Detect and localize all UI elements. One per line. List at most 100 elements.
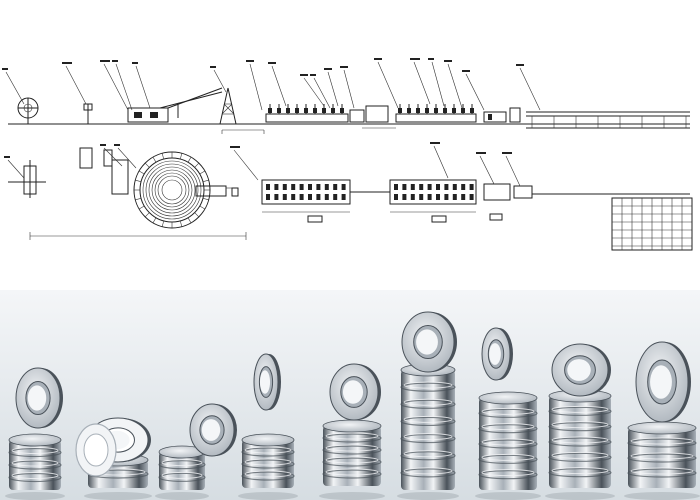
roller-stack [475, 327, 541, 500]
plan-roller [341, 194, 346, 200]
welding-section [349, 105, 396, 129]
callout-tag [430, 142, 440, 144]
leader-line [327, 71, 339, 107]
leader-line [103, 147, 123, 167]
leader-line [377, 61, 399, 109]
callout-tag [300, 74, 308, 76]
roller-ring [551, 343, 611, 397]
plan-roller [402, 184, 407, 190]
leader-line [5, 71, 25, 105]
leader-line [213, 69, 227, 93]
leader-line [465, 73, 485, 111]
callout-tag [340, 66, 348, 68]
callout-tag [444, 60, 452, 62]
callout-tag [4, 156, 10, 158]
plan-roller [419, 184, 424, 190]
plan-roller [419, 194, 424, 200]
shear-welder [127, 87, 223, 123]
plan-roller [299, 184, 304, 190]
leader-line [65, 65, 87, 105]
plan-roller [266, 184, 270, 190]
callout-tag [230, 146, 240, 148]
leader-line [233, 149, 259, 181]
callout-tag [112, 60, 118, 62]
plan-roller [444, 194, 449, 200]
leader-line [7, 159, 25, 179]
callout-tag [100, 60, 110, 62]
plan-roller [308, 184, 312, 190]
plan-entry [79, 147, 129, 195]
plan-roller [394, 184, 398, 190]
leader-line [135, 65, 151, 109]
plan-callouts [4, 142, 521, 187]
leader-line [343, 69, 355, 109]
plan-roller [274, 184, 279, 190]
plan-sizing [389, 179, 477, 223]
leader-line [505, 155, 521, 187]
leader-line [519, 67, 541, 111]
callout-tag [62, 62, 72, 64]
roller-stack [397, 311, 459, 500]
roller-ring [635, 341, 691, 423]
callout-tag [374, 58, 382, 60]
leader-line [271, 65, 287, 107]
flying-saw [483, 107, 521, 123]
forming-section-1 [265, 104, 349, 123]
plan-roller [469, 194, 474, 200]
callout-tag [210, 66, 216, 68]
plan-roller [436, 184, 440, 190]
leader-line [413, 61, 431, 105]
runout-table [526, 111, 690, 129]
leader-line [431, 61, 445, 107]
plan-forming-1 [261, 179, 351, 223]
callout-tag [476, 152, 486, 154]
roller-photo [0, 290, 700, 500]
callout-tag [2, 68, 8, 70]
plan-roller [452, 184, 457, 190]
roller-stack [75, 423, 117, 477]
plan-roller [291, 194, 296, 200]
plan-roller [324, 184, 329, 190]
roller-stack [155, 403, 237, 500]
roller-body [479, 398, 537, 490]
plan-runout-rack [532, 193, 693, 251]
plan-roller [282, 194, 287, 200]
callout-tag [502, 152, 512, 154]
plan-roller [402, 194, 407, 200]
leader-line [249, 63, 263, 111]
plan-roller [324, 194, 329, 200]
plan-roller [333, 184, 338, 190]
plan-roller [469, 184, 474, 190]
sizing-section [395, 104, 477, 123]
spiral-accumulator [133, 151, 239, 229]
roller-stack [238, 353, 298, 500]
plan-roller [308, 194, 312, 200]
leader-line [433, 145, 449, 179]
callout-tag [324, 68, 332, 70]
callout-tag [310, 74, 316, 76]
plan-roller [461, 194, 466, 200]
plan-roller [427, 184, 432, 190]
roller-ring [329, 363, 381, 421]
roller-ring [401, 311, 457, 373]
roller-stack [545, 343, 615, 500]
plan-roller [461, 184, 466, 190]
plan-roller [282, 184, 287, 190]
callout-tag [516, 64, 524, 66]
roller-stack [624, 341, 700, 500]
plan-uncoiler [8, 160, 46, 198]
plan-roller [299, 194, 304, 200]
plan-roller [410, 184, 415, 190]
leader-line [303, 77, 325, 107]
side-elevation-view [2, 58, 690, 134]
roller-body [628, 428, 696, 488]
leader-line [313, 77, 331, 109]
plan-roller [410, 194, 415, 200]
roller-ring [189, 403, 237, 457]
roller-ring [15, 367, 63, 429]
plan-roller [266, 194, 270, 200]
callout-tag [100, 144, 106, 146]
plan-roller [291, 184, 296, 190]
leader-line [479, 155, 495, 185]
